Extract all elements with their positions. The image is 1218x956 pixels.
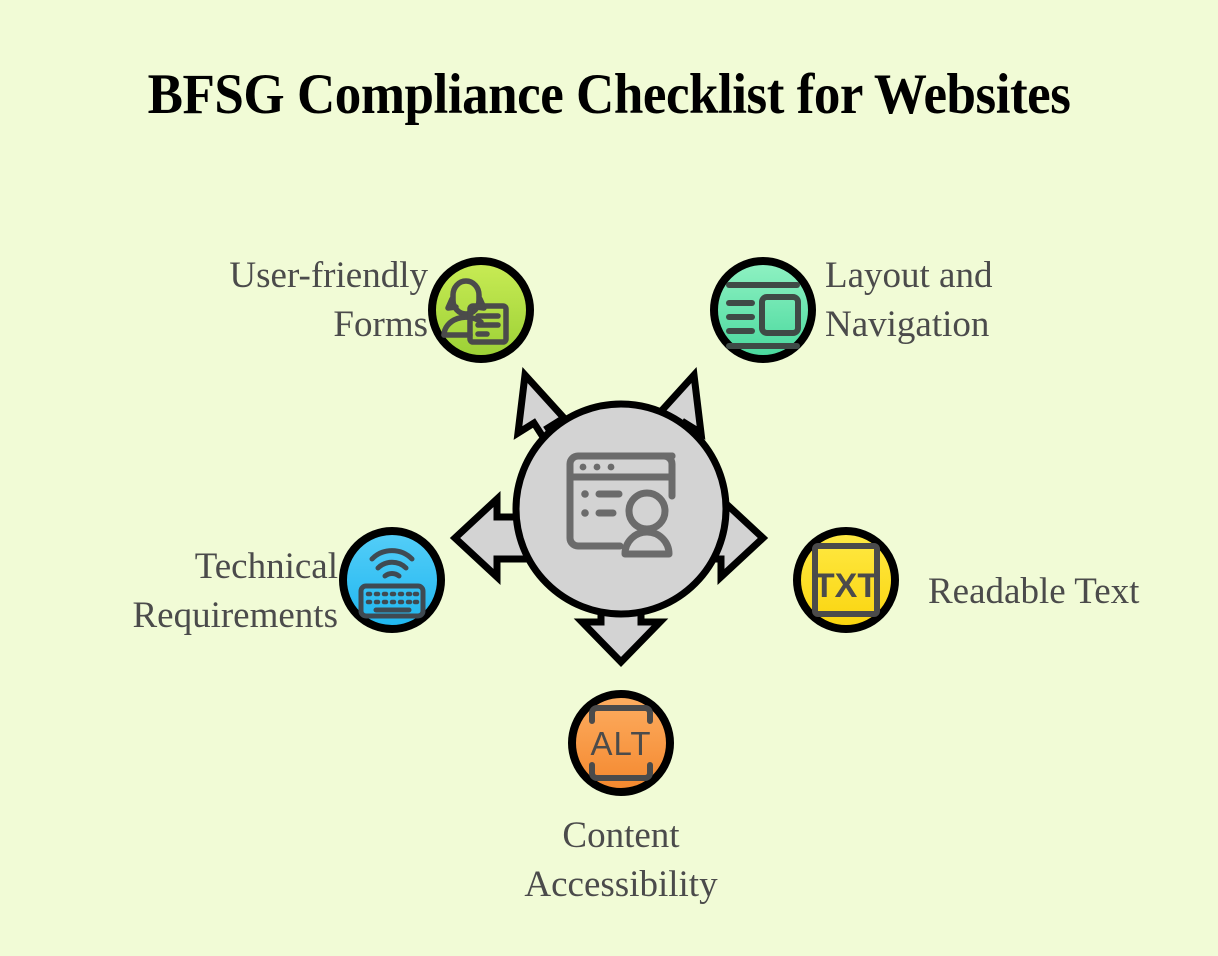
txt-box-icon: TXT <box>812 543 880 617</box>
node-circle-content-accessibility <box>568 690 674 796</box>
label-readable-text: Readable Text <box>928 571 1140 612</box>
alt-icon-text: ALT <box>590 725 651 762</box>
layout-blocks-icon <box>726 282 801 349</box>
wifi-keyboard-icon <box>358 548 426 619</box>
node-technical-requirements[interactable] <box>339 527 445 633</box>
page-title: BFSG Compliance Checklist for Websites <box>147 63 1071 126</box>
label-technical-requirements: Technical Requirements <box>132 546 338 636</box>
node-layout-and-navigation[interactable] <box>710 257 816 363</box>
alt-bracket-icon <box>589 705 653 781</box>
hub-node[interactable] <box>512 400 730 618</box>
node-circle-readable-text <box>793 527 899 633</box>
label-layout-and-navigation: Layout and Navigation <box>825 255 993 345</box>
node-readable-text[interactable]: TXT <box>793 527 899 633</box>
person-form-icon <box>441 278 509 345</box>
label-content-accessibility: Content Accessibility <box>524 815 718 905</box>
hub-circle <box>512 400 730 618</box>
label-user-friendly-forms: User-friendly Forms <box>229 255 428 345</box>
browser-window-user-icon <box>566 452 676 558</box>
node-content-accessibility[interactable]: ALT <box>568 690 674 796</box>
txt-icon-text: TXT <box>814 567 878 605</box>
node-circle-technical-requirements <box>339 527 445 633</box>
node-user-friendly-forms[interactable] <box>428 257 534 363</box>
